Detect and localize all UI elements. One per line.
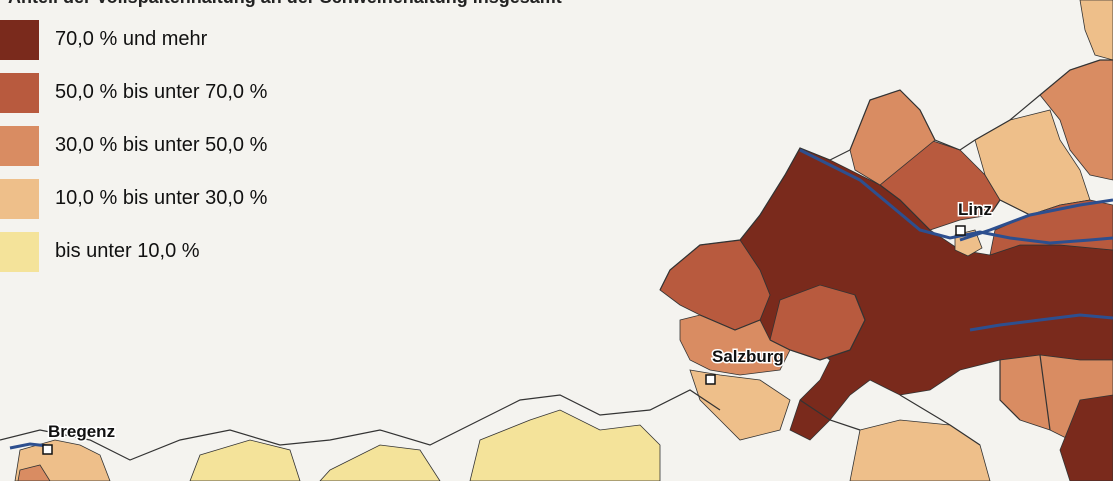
legend-swatch [0, 232, 39, 272]
region-borders [0, 59, 1113, 461]
river-inn [799, 148, 1113, 245]
legend-label: 70,0 % und mehr [55, 28, 208, 50]
map-caption: Anteil der Vollspaltenhaltung an der Sch… [8, 0, 562, 8]
city-label-bregenz: Bregenz [48, 422, 115, 441]
map-regions [14, 0, 1113, 481]
legend-item-30-50: 30,0 % bis unter 50,0 % [0, 126, 360, 166]
legend-label: 50,0 % bis unter 70,0 % [55, 81, 268, 103]
river-danube-east [959, 198, 1113, 242]
river-bregenz [9, 442, 49, 450]
city-label-linz: Linz [958, 200, 992, 219]
legend-swatch [0, 179, 39, 219]
legend-item-under-10: bis unter 10,0 % [0, 232, 360, 272]
city-markers [42, 225, 966, 455]
legend-item-10-30: 10,0 % bis unter 30,0 % [0, 179, 360, 219]
legend-label: bis unter 10,0 % [55, 240, 200, 262]
border-south-lines [799, 354, 1051, 446]
region-vorarlberg-mid [17, 464, 51, 481]
region-south-dark-east [1059, 394, 1113, 481]
region-east-edge-light [1079, 0, 1113, 61]
legend-swatch [0, 20, 39, 60]
rivers [9, 148, 1113, 450]
border-alps [0, 389, 721, 461]
city-labels: Linz Salzburg Bregenz [47, 199, 994, 443]
region-tirol-patch-3 [189, 439, 301, 481]
river-south [969, 313, 1113, 332]
legend-label: 10,0 % bis unter 30,0 % [55, 187, 268, 209]
region-tirol-patch-1 [469, 409, 661, 481]
border-outline-north [659, 59, 1113, 291]
city-label-salzburg: Salzburg [712, 347, 784, 366]
region-south-center-light [849, 419, 991, 481]
city-marker-salzburg [705, 374, 716, 385]
border-internal-2 [699, 294, 1021, 421]
city-marker-bregenz [42, 444, 53, 455]
region-tirol-patch-2 [319, 444, 441, 481]
legend-swatch [0, 73, 39, 113]
region-salzburg-south [689, 369, 791, 441]
border-internal-1 [769, 184, 1031, 361]
legend-label: 30,0 % bis unter 50,0 % [55, 134, 268, 156]
city-marker-linz [955, 225, 966, 236]
legend-item-70-plus: 70,0 % und mehr [0, 20, 360, 60]
legend-swatch [0, 126, 39, 166]
legend-item-50-70: 50,0 % bis unter 70,0 % [0, 73, 360, 113]
